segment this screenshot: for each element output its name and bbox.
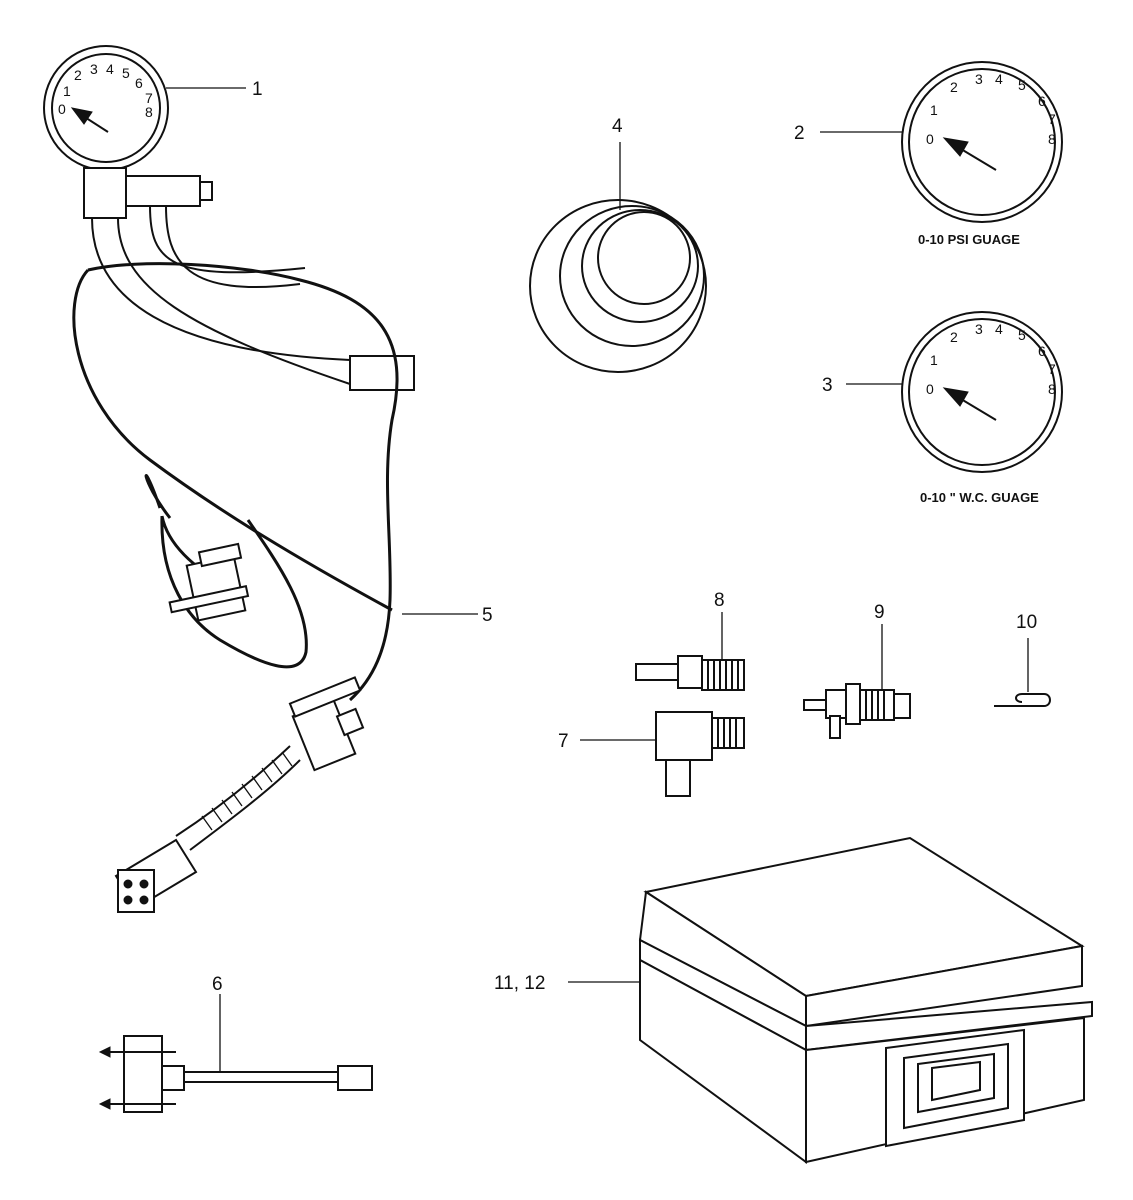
part-1-needle-arrow — [70, 107, 93, 125]
callout-1: 1 — [252, 79, 263, 100]
part-4-tubing-coil: 4 — [529, 116, 707, 373]
psi-gauge-caption: 0-10 PSI GUAGE — [918, 232, 1020, 247]
callout-7: 7 — [558, 731, 569, 752]
svg-text:5: 5 — [1018, 77, 1026, 93]
part-11-12-carrying-case: 11, 12 — [494, 836, 1093, 1164]
part-10-clip: 10 — [994, 612, 1051, 707]
svg-text:0: 0 — [926, 131, 934, 147]
part-9-tee-fitting: 9 — [803, 602, 911, 739]
svg-text:3: 3 — [975, 71, 983, 87]
part-1-dial-numbers: 0 1 2 3 4 5 6 7 8 — [58, 61, 153, 120]
svg-text:2: 2 — [950, 329, 958, 345]
svg-text:7: 7 — [145, 90, 153, 106]
svg-text:5: 5 — [122, 65, 130, 81]
svg-text:0: 0 — [58, 101, 66, 117]
svg-text:2: 2 — [74, 67, 82, 83]
part-7-elbow-fitting: 7 — [558, 711, 745, 797]
case-latch — [885, 1028, 1025, 1148]
svg-text:3: 3 — [975, 321, 983, 337]
part-3-needle-arrow — [942, 387, 969, 407]
svg-text:4: 4 — [995, 71, 1003, 87]
part-2-dial-numbers: 0 1 2 3 4 5 6 7 8 — [926, 71, 1056, 147]
svg-text:1: 1 — [930, 102, 938, 118]
callout-6: 6 — [212, 974, 223, 995]
svg-text:0: 0 — [926, 381, 934, 397]
callout-3: 3 — [822, 375, 833, 396]
part-5-spring-coils — [201, 751, 293, 831]
wc-gauge-caption: 0-10 " W.C. GUAGE — [920, 490, 1039, 505]
part-3-dial-numbers: 0 1 2 3 4 5 6 7 8 — [926, 321, 1056, 397]
callout-2: 2 — [794, 123, 805, 144]
svg-text:8: 8 — [1048, 131, 1056, 147]
svg-text:5: 5 — [1018, 327, 1026, 343]
svg-text:4: 4 — [106, 61, 114, 77]
callout-8: 8 — [714, 590, 725, 611]
part-9-threads — [865, 690, 885, 720]
svg-text:1: 1 — [63, 83, 71, 99]
part-6-short-cable: 6 — [98, 974, 373, 1113]
svg-text:6: 6 — [1038, 343, 1046, 359]
svg-text:3: 3 — [90, 61, 98, 77]
svg-text:7: 7 — [1048, 111, 1056, 127]
part-5-wire-harness: 5 — [72, 262, 493, 913]
svg-text:8: 8 — [1048, 381, 1056, 397]
part-8-straight-fitting: 8 — [635, 590, 745, 691]
part-2-needle-arrow — [942, 137, 969, 157]
callout-11-12: 11, 12 — [494, 973, 545, 994]
callout-4: 4 — [612, 116, 623, 137]
svg-text:6: 6 — [1038, 93, 1046, 109]
part-8-threads — [707, 660, 739, 690]
part-1-gauge-with-hose: 0 1 2 3 4 5 6 7 8 1 — [43, 45, 415, 391]
svg-text:4: 4 — [995, 321, 1003, 337]
svg-text:8: 8 — [145, 104, 153, 120]
callout-5: 5 — [482, 605, 493, 626]
svg-text:1: 1 — [930, 352, 938, 368]
svg-text:7: 7 — [1048, 361, 1056, 377]
svg-text:2: 2 — [950, 79, 958, 95]
part-2-psi-gauge: 0 1 2 3 4 5 6 7 8 0-10 PSI GUAGE 2 — [794, 61, 1063, 247]
svg-text:6: 6 — [135, 75, 143, 91]
callout-10: 10 — [1016, 612, 1037, 633]
callout-9: 9 — [874, 602, 885, 623]
part-7-threads — [717, 718, 737, 748]
part-3-wc-gauge: 0 1 2 3 4 5 6 7 8 0-10 " W.C. GUAGE 3 — [822, 311, 1063, 505]
